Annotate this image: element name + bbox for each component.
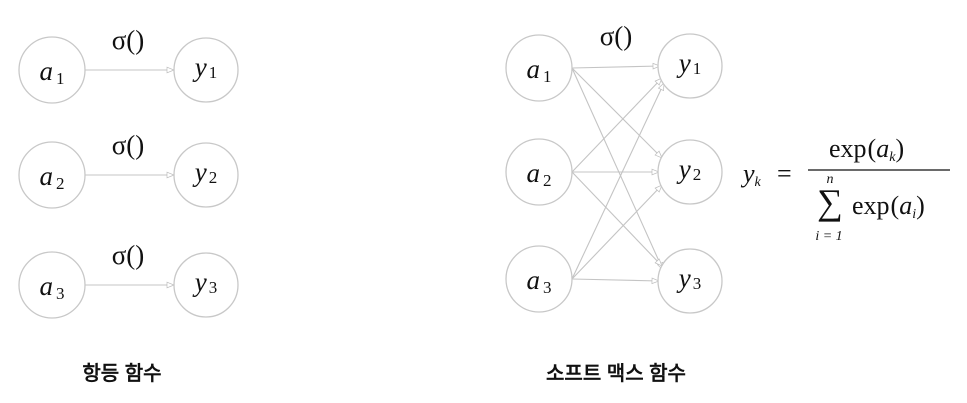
formula-equals: = [777, 159, 792, 188]
softmax-edge-a3-y1 [571, 82, 665, 280]
softmax-formula: yk = exp(ak) n ∑ i = 1 exp(ai) [740, 134, 950, 244]
softmax-edge-a3-y3 [571, 277, 660, 285]
identity-output-node-3 [173, 252, 239, 318]
softmax-output-node-3 [657, 248, 723, 314]
softmax-input-node-2 [505, 138, 573, 206]
identity-input-node-3 [18, 251, 86, 319]
softmax-edge-a2-y3 [571, 171, 663, 267]
softmax-edge-a1-y1 [571, 62, 661, 70]
identity-activation-label-3: σ() [112, 240, 145, 270]
softmax-input-node-3 [505, 245, 573, 313]
identity-caption: 항등 함수 [82, 362, 161, 385]
formula-sum-symbol: ∑ [817, 182, 843, 222]
formula-lhs: yk [740, 159, 762, 190]
identity-output-node-1 [173, 37, 239, 103]
formula-denominator: exp(ai) [852, 191, 925, 222]
softmax-caption: 소프트 맥스 함수 [546, 362, 686, 385]
identity-input-node-2 [18, 141, 86, 209]
identity-activation-label-2: σ() [112, 130, 145, 160]
softmax-edge-a2-y1 [571, 77, 663, 173]
softmax-edge-a1-y3 [571, 67, 664, 271]
softmax-input-node-1 [505, 34, 573, 102]
formula-sum-lower: i = 1 [815, 229, 842, 244]
identity-input-node-1 [18, 36, 86, 104]
softmax-edge-a1-y2 [571, 67, 663, 159]
formula-numerator: exp(ak) [829, 134, 904, 165]
softmax-output-node-2 [657, 139, 723, 205]
formula-sum-upper: n [827, 172, 834, 187]
softmax-activation-label: σ() [600, 21, 633, 51]
identity-activation-label-1: σ() [112, 25, 145, 55]
softmax-edge-a3-y2 [571, 184, 663, 280]
identity-output-node-2 [173, 142, 239, 208]
softmax-output-node-1 [657, 33, 723, 99]
